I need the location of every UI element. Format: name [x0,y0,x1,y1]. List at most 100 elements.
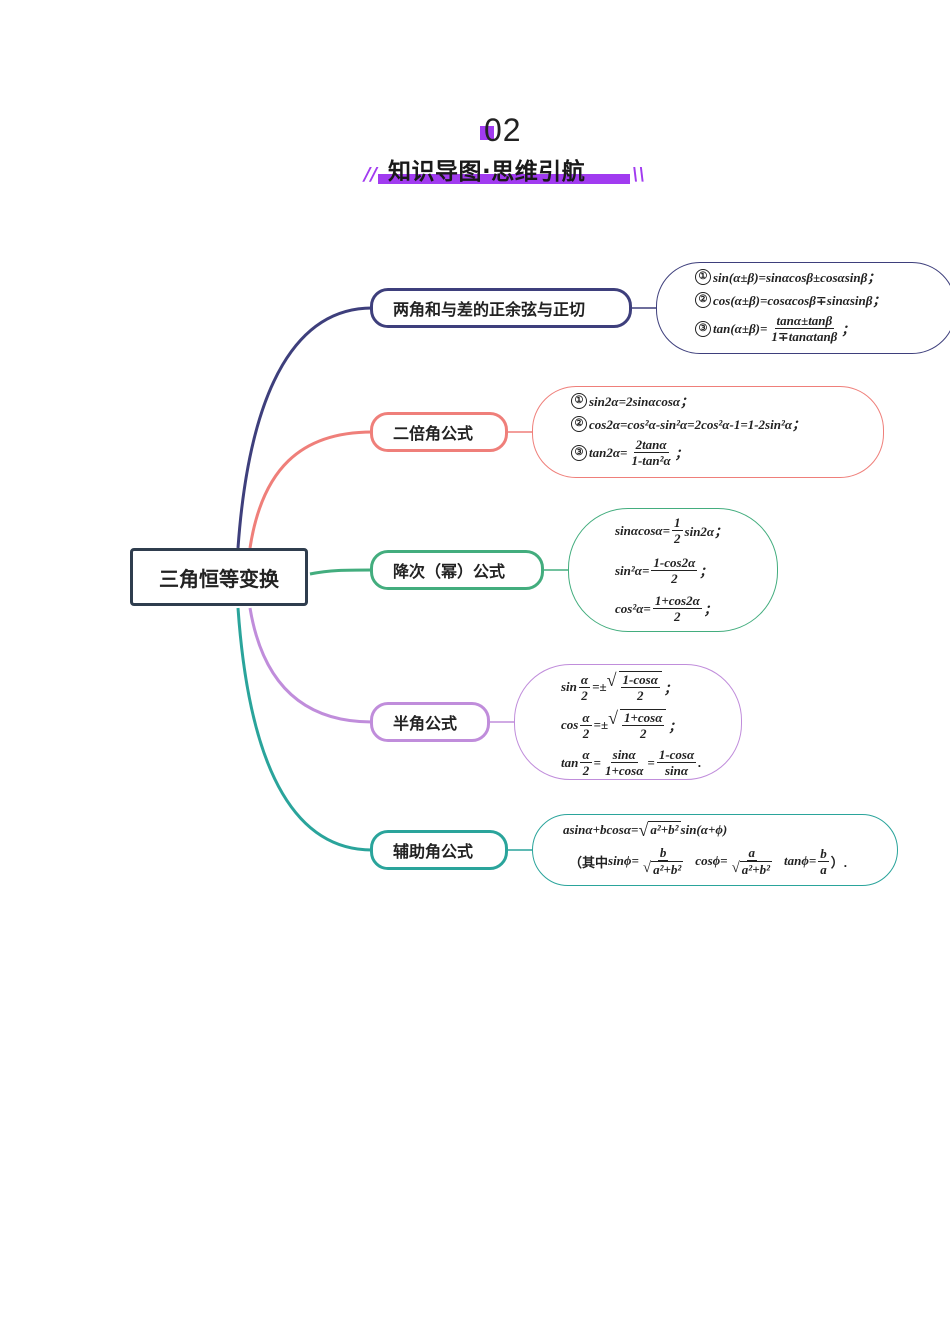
denominator: 2 [639,726,647,741]
numerator: 1+cos2α [652,593,702,609]
formula-tail: ； [668,718,682,734]
fraction: 2tanα 1-tan²α [629,437,672,468]
formula-operator: = [647,754,655,770]
fraction: a √ a²+b² [730,845,774,877]
numerator: α [580,747,592,763]
radical-sign: √ [608,708,618,728]
formula-operator: = [593,754,601,770]
formula-text: cosϕ= [695,853,728,868]
formula-text: tan2α= [589,444,628,460]
formula-tail: ； [841,322,855,337]
fraction: 1 2 [672,515,683,546]
numerator: α [578,671,591,688]
denominator: 2 [674,609,681,624]
denominator: 2 [582,763,590,778]
fraction: sinα 1+cosα [603,747,645,778]
denominator: 2 [582,725,590,741]
connector-branch-2 [248,430,373,549]
formula-prefix: cos [561,717,579,732]
formula-box-power-reduction: sinαcosα= 1 2 sin2α； sin²α= 1-cos2α 2 ； … [568,508,778,632]
numerator: 1+cosα [621,710,665,726]
formula-text: cos2α=cos²α-sin²α=2cos²α-1=1-2sin²α； [589,417,806,432]
formula-line: ③ tan(α±β)= tanα±tanβ 1∓tanαtanβ ； [695,313,854,344]
denominator: 1-tan²α [631,453,671,468]
numerator: 1-cosα [656,747,697,763]
formula-line: tan α 2 = sinα 1+cosα = 1-cosα sinα . [561,747,701,778]
denominator: a [820,861,827,877]
circled-number: ③ [571,444,587,461]
formula-box-double-angle: ① sin2α=2sinαcosα； ② cos2α=cos²α-sin²α=2… [532,386,884,478]
fraction: tanα±tanβ 1∓tanαtanβ [769,313,839,344]
fraction: α 2 [578,671,591,703]
fraction: 1+cosα 2 [619,709,667,741]
numerator: b [657,845,669,861]
fraction: α 2 [580,747,592,778]
numerator: sinα [610,747,638,763]
header-underline-bar [378,174,630,184]
formula-tail: . [698,754,702,770]
fraction: b a [818,846,829,877]
formula-tail: sin(α+ϕ) [680,822,728,837]
numerator: tanα±tanβ [774,313,835,329]
numerator: b [818,845,829,862]
formula-line: ② cos2α=cos²α-sin²α=2cos²α-1=1-2sin²α； [571,414,805,433]
denominator: 2 [636,688,644,703]
fraction: 1-cosα 2 [618,671,662,703]
formula-line: sin α 2 =± √ 1-cosα 2 ； [561,671,677,703]
denominator: 2 [671,571,678,586]
fraction: α 2 [580,709,592,741]
radical-sign: √ [642,860,652,876]
formula-text: cos(α±β)=cosαcosβ∓sinαsinβ； [713,293,886,308]
formula-box-half-angle: sin α 2 =± √ 1-cosα 2 ； cos α 2 =± √ 1+c… [514,664,742,780]
formula-box-auxiliary-angle: asinα+bcosα= √ a²+b² sin(α+ϕ) （其中 sinϕ= … [532,814,898,886]
fraction: 1-cos2α 2 [651,555,698,586]
circled-number: ① [695,268,711,285]
denominator: 2 [581,687,588,703]
formula-tail: ； [699,564,713,579]
formula-text: tanϕ= [784,853,817,868]
root-node: 三角恒等变换 [130,548,308,606]
connector-branch-1 [236,306,373,549]
branch-double-angle: 二倍角公式 [370,412,508,452]
formula-text: sin²α= [615,562,650,578]
square-root: √ a²+b² [638,820,681,840]
radical-sign: √ [606,670,617,690]
radicand: a²+b² [739,861,772,877]
square-root: √ 1+cosα 2 [608,709,668,741]
formula-text: sinαcosα= [615,522,671,538]
circled-number: ② [695,291,711,308]
formula-line: asinα+bcosα= √ a²+b² sin(α+ϕ) [563,821,727,839]
formula-text: cos²α= [615,600,651,616]
formula-line: ① sin2α=2sinαcosα； [571,391,693,410]
radical-sign: √ [638,820,649,840]
paren-open: （其中 [569,854,609,870]
formula-prefix: tan [561,754,579,770]
numerator: α [580,709,592,726]
formula-line: ③ tan2α= 2tanα 1-tan²α ； [571,437,688,468]
fraction: 1-cosα sinα [656,747,697,778]
header-slash-left: // [364,164,378,185]
formula-text: tan(α±β)= [713,320,768,336]
formula-line: sin²α= 1-cos2α 2 ； [615,555,712,586]
branch-auxiliary-angle: 辅助角公式 [370,830,508,870]
formula-tail: ； [703,602,717,617]
square-root: √ a²+b² [641,861,685,877]
section-number: 02 [484,112,522,148]
formula-tail: sin2α； [684,524,728,539]
paren-close: ）. [830,854,848,870]
formula-operator: =± [592,679,607,694]
formula-text: asinα+bcosα= [563,822,639,837]
numerator: 1 [672,515,683,531]
radical-sign: √ [731,860,740,876]
circled-number: ③ [695,320,711,337]
formula-text: sinϕ= [608,853,639,868]
branch-sum-difference: 两角和与差的正余弦与正切 [370,288,632,328]
formula-box-sum-difference: ① sin(α±β)=sinαcosβ±cosαsinβ； ② cos(α±β)… [656,262,950,354]
header-slash-right: \\ [632,164,646,185]
denominator: 1∓tanαtanβ [771,329,838,344]
fraction: 1+cos2α 2 [652,593,702,624]
formula-text: sin2α=2sinαcosα； [589,394,694,409]
branch-half-angle: 半角公式 [370,702,490,742]
formula-prefix: sin [561,679,577,694]
